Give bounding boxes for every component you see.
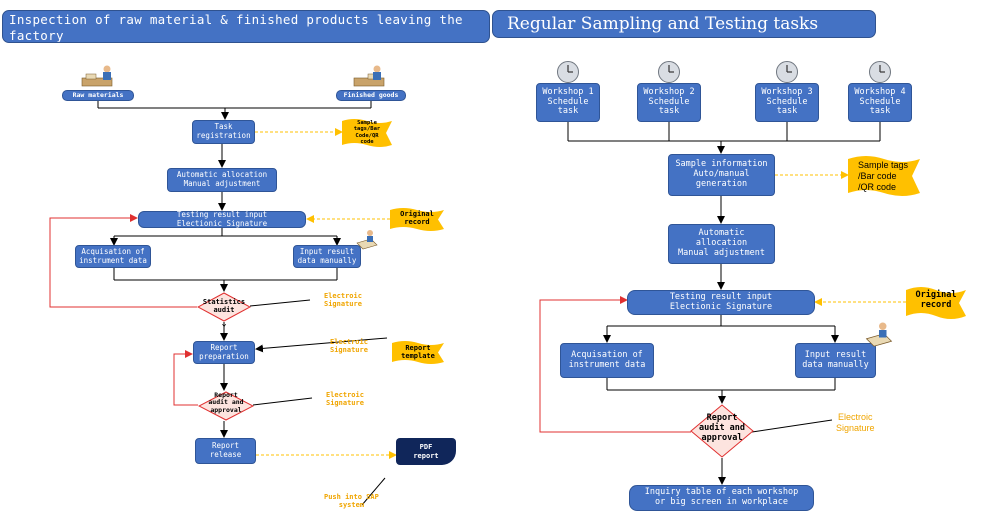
workshop-2-node: Workshop 2 Schedule task bbox=[637, 83, 701, 122]
workshop-1-node: Workshop 1 Schedule task bbox=[536, 83, 600, 122]
right-allocation: Automatic allocation Manual adjustment bbox=[668, 224, 775, 264]
left-statistics-audit-diamond bbox=[197, 292, 251, 322]
right-report-audit-diamond bbox=[690, 404, 754, 458]
left-electroic-signature-2: Electroic Signature bbox=[330, 338, 368, 355]
left-y-label: Y bbox=[222, 323, 227, 331]
right-input-manual: Input result data manually bbox=[795, 343, 876, 378]
left-header: Inspection of raw material & finished pr… bbox=[2, 10, 490, 43]
left-statistics-audit-label: Statistics audit bbox=[202, 298, 246, 315]
left-sample-tags-label: Sample tags/Bar Code/QR code bbox=[353, 120, 381, 145]
left-report-template-label: Report template bbox=[401, 344, 435, 361]
finished-goods-node: Finished goods bbox=[336, 90, 406, 101]
raw-materials-person-icon bbox=[81, 65, 113, 87]
right-sample-tags-label: Sample tags /Bar code /QR code bbox=[858, 160, 909, 192]
right-inquiry: Inquiry table of each workshop or big sc… bbox=[629, 485, 814, 511]
left-task-registration: Task registration bbox=[192, 120, 255, 144]
right-electroic-signature: Electroic Signature bbox=[836, 412, 875, 433]
left-report-audit-label: Report audit and approval bbox=[208, 391, 244, 414]
right-original-record-flag bbox=[906, 287, 966, 319]
left-allocation: Automatic allocation Manual adjustment bbox=[167, 168, 277, 192]
left-report-audit-diamond bbox=[198, 391, 254, 421]
workshop-3-clock-icon bbox=[776, 61, 798, 83]
workshop-4-clock-icon bbox=[869, 61, 891, 83]
right-report-audit-label: Report audit and approval bbox=[698, 413, 746, 443]
right-header: Regular Sampling and Testing tasks bbox=[492, 10, 876, 38]
left-electroic-signature-1: Electroic Signature bbox=[324, 292, 362, 309]
left-report-template-flag bbox=[392, 341, 444, 364]
left-original-record-label: Original record bbox=[400, 210, 434, 227]
finished-goods-person-icon bbox=[353, 65, 385, 87]
workshop-3-node: Workshop 3 Schedule task bbox=[755, 83, 819, 122]
right-sample-tags-flag bbox=[848, 156, 920, 196]
left-pdf-report: PDF report bbox=[396, 438, 456, 465]
left-electroic-signature-3: Electroic Signature bbox=[326, 391, 364, 408]
left-testing-result: Testing result input Electionic Signatur… bbox=[138, 210, 306, 228]
right-header-title: Regular Sampling and Testing tasks bbox=[507, 14, 819, 34]
left-sample-tags-flag bbox=[342, 119, 392, 147]
left-input-person-icon bbox=[356, 230, 378, 250]
workshop-2-clock-icon bbox=[658, 61, 680, 83]
right-original-record-label: Original record bbox=[915, 290, 957, 310]
left-report-release: Report release bbox=[195, 438, 256, 464]
left-original-record-flag bbox=[390, 208, 444, 231]
right-sample-information: Sample information Auto/manual generatio… bbox=[668, 154, 775, 196]
left-acquisation: Acquisation of instrument data bbox=[75, 245, 151, 268]
right-testing-result: Testing result input Electionic Signatur… bbox=[627, 290, 815, 315]
left-input-manual: Input result data manually bbox=[293, 245, 361, 268]
raw-materials-node: Raw materials bbox=[62, 90, 134, 101]
left-push-sap: Push into SAP system bbox=[324, 493, 379, 510]
left-report-preparation: Report preparation bbox=[193, 341, 255, 364]
left-header-title: Inspection of raw material & finished pr… bbox=[9, 12, 463, 43]
workshop-4-node: Workshop 4 Schedule task bbox=[848, 83, 912, 122]
right-input-person-icon bbox=[865, 322, 893, 347]
workshop-1-clock-icon bbox=[557, 61, 579, 83]
right-acquisation: Acquisation of instrument data bbox=[560, 343, 654, 378]
